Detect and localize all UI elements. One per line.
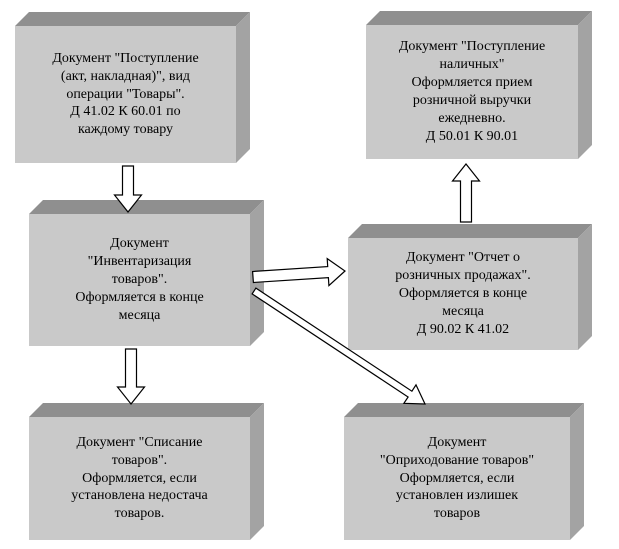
node-label: Документ "Оприходование товаров" Оформля… bbox=[379, 434, 535, 522]
arrow-inventarizaciya-tovarov-to-otchet-o-roznichnyh-prodazhah bbox=[251, 257, 346, 287]
node-otchet-o-roznichnyh-prodazhah: Документ "Отчет о розничных продажах". О… bbox=[348, 224, 592, 350]
node-inventarizaciya-tovarov: Документ "Инвентаризация товаров". Оформ… bbox=[29, 200, 264, 346]
arrow-inventarizaciya-tovarov-to-spisanie-tovarov bbox=[116, 348, 146, 405]
node-top-face bbox=[348, 224, 592, 238]
node-label: Документ "Поступление (акт, накладная)",… bbox=[52, 50, 199, 138]
node-spisanie-tovarov: Документ "Списание товаров". Оформляется… bbox=[29, 403, 264, 540]
node-front-face: Документ "Списание товаров". Оформляется… bbox=[29, 417, 250, 540]
node-top-face bbox=[366, 11, 592, 25]
node-side-face bbox=[236, 12, 250, 163]
node-oprihodovanie-tovarov: Документ "Оприходование товаров" Оформля… bbox=[344, 403, 584, 540]
node-top-face bbox=[29, 200, 264, 214]
node-front-face: Документ "Поступление наличных" Оформляе… bbox=[366, 25, 578, 159]
arrow-otchet-o-roznichnyh-prodazhah-to-postuplenie-nalichnyh bbox=[451, 163, 481, 223]
node-side-face bbox=[250, 200, 264, 346]
node-side-face bbox=[250, 403, 264, 540]
node-postuplenie-nalichnyh: Документ "Поступление наличных" Оформляе… bbox=[366, 11, 592, 159]
node-label: Документ "Списание товаров". Оформляется… bbox=[71, 434, 208, 522]
node-postuplenie-tovarov: Документ "Поступление (акт, накладная)",… bbox=[15, 12, 250, 163]
node-front-face: Документ "Поступление (акт, накладная)",… bbox=[15, 26, 236, 163]
node-side-face bbox=[570, 403, 584, 540]
node-label: Документ "Инвентаризация товаров". Оформ… bbox=[75, 236, 204, 323]
node-front-face: Документ "Оприходование товаров" Оформля… bbox=[344, 417, 570, 540]
node-label: Документ "Отчет о розничных продажах". О… bbox=[395, 250, 531, 337]
node-front-face: Документ "Инвентаризация товаров". Оформ… bbox=[29, 214, 250, 346]
node-front-face: Документ "Отчет о розничных продажах". О… bbox=[348, 238, 578, 350]
node-top-face bbox=[15, 12, 250, 26]
node-top-face bbox=[29, 403, 264, 417]
node-top-face bbox=[344, 403, 584, 417]
node-side-face bbox=[578, 11, 592, 159]
node-label: Документ "Поступление наличных" Оформляе… bbox=[398, 39, 546, 144]
node-side-face bbox=[578, 224, 592, 350]
